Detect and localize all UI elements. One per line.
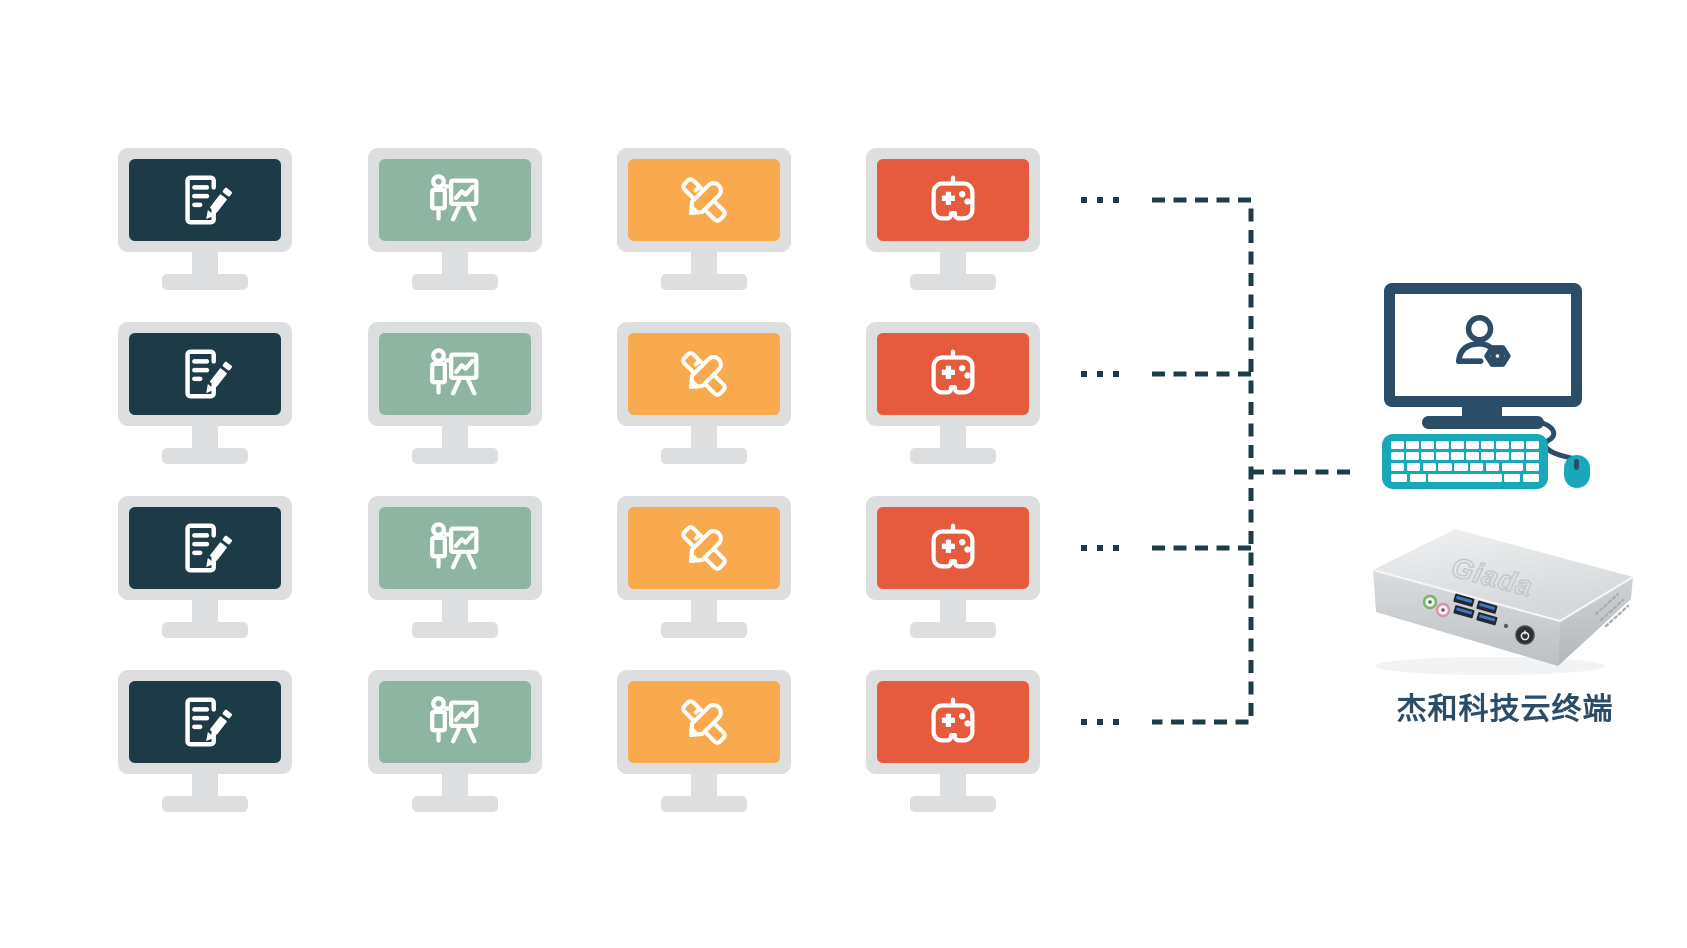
- vent-grill: [1594, 592, 1630, 628]
- mouse-cable: [1536, 419, 1578, 462]
- monitor-stand-base: [910, 274, 996, 290]
- monitor-stand-neck: [940, 773, 966, 798]
- workstation-monitor-gaming-row3: [866, 496, 1040, 644]
- usb-port-tongues: [1456, 595, 1496, 622]
- user-gear-icon: [1446, 312, 1520, 378]
- mini-pc-device: Giada: [1372, 529, 1634, 675]
- ellipsis-dots-icon: [1113, 545, 1119, 551]
- monitor-stand-neck: [442, 599, 468, 624]
- monitor-screen: [129, 681, 281, 763]
- ellipsis-dots-icon: [1113, 719, 1119, 725]
- workstation-monitor-presentation-row2: [368, 322, 542, 470]
- monitor-stand-neck: [442, 773, 468, 798]
- workstation-monitor-presentation-row4: [368, 670, 542, 818]
- monitor-screen: [379, 159, 531, 241]
- keyboard-icon: [1382, 434, 1548, 489]
- monitor-screen: [379, 507, 531, 589]
- ellipsis-dots-icon: [1081, 719, 1087, 725]
- monitor-stand-neck: [192, 425, 218, 450]
- monitor-screen: [379, 333, 531, 415]
- workstation-monitor-gaming-row2: [866, 322, 1040, 470]
- monitor-screen: [877, 333, 1029, 415]
- monitor-screen: [129, 159, 281, 241]
- monitor-stand-base: [661, 796, 747, 812]
- monitor-stand-neck: [691, 425, 717, 450]
- monitor-stand-base: [910, 448, 996, 464]
- host-monitor-stand-base: [1422, 416, 1544, 429]
- workstation-monitor-presentation-row3: [368, 496, 542, 644]
- ellipsis-dots-icon: [1081, 545, 1087, 551]
- ellipsis-dots-icon: [1097, 197, 1103, 203]
- monitor-stand-base: [412, 274, 498, 290]
- workstation-monitor-presentation-row1: [368, 148, 542, 296]
- monitor-screen: [877, 507, 1029, 589]
- host-monitor: [1384, 283, 1582, 407]
- power-button: [1515, 625, 1535, 645]
- monitor-screen: [129, 507, 281, 589]
- monitor-screen: [877, 681, 1029, 763]
- monitor-stand-base: [162, 622, 248, 638]
- ellipsis-dots-icon: [1081, 197, 1087, 203]
- monitor-screen: [628, 333, 780, 415]
- reset-hole: [1503, 623, 1509, 629]
- monitor-screen: [628, 159, 780, 241]
- device-top-face: [1373, 529, 1633, 621]
- monitor-stand-base: [412, 796, 498, 812]
- ellipsis-dots-icon: [1081, 371, 1087, 377]
- monitor-stand-base: [661, 622, 747, 638]
- device-edge-highlight: [1372, 569, 1634, 623]
- ellipsis-dots-icon: [1113, 197, 1119, 203]
- workstation-monitor-office-row1: [118, 148, 292, 296]
- host-monitor-stand-neck: [1462, 406, 1502, 418]
- device-side-face: [1558, 577, 1633, 666]
- device-shadow: [1375, 657, 1605, 675]
- device-label: 杰和科技云终端: [1396, 693, 1614, 726]
- monitor-screen: [628, 507, 780, 589]
- monitor-stand-neck: [442, 425, 468, 450]
- mouse-wheel: [1574, 459, 1579, 470]
- monitor-stand-neck: [442, 251, 468, 276]
- audio-jack-pink-icon: [1435, 602, 1451, 618]
- monitor-stand-neck: [691, 251, 717, 276]
- workstation-monitor-office-row2: [118, 322, 292, 470]
- monitor-screen: [877, 159, 1029, 241]
- workstation-monitor-office-row3: [118, 496, 292, 644]
- ellipsis-dots-icon: [1097, 371, 1103, 377]
- monitor-stand-neck: [691, 599, 717, 624]
- workstation-monitor-design-row4: [617, 670, 791, 818]
- monitor-stand-base: [661, 448, 747, 464]
- workstation-monitor-design-row3: [617, 496, 791, 644]
- ellipsis-dots-icon: [1097, 719, 1103, 725]
- monitor-screen: [379, 681, 531, 763]
- audio-jack-green-icon: [1422, 594, 1438, 610]
- monitor-stand-neck: [192, 599, 218, 624]
- monitor-stand-neck: [192, 773, 218, 798]
- workstation-monitor-office-row4: [118, 670, 292, 818]
- monitor-stand-neck: [691, 773, 717, 798]
- monitor-stand-neck: [940, 599, 966, 624]
- ellipsis-dots-icon: [1113, 371, 1119, 377]
- monitor-stand-neck: [192, 251, 218, 276]
- workstation-monitor-design-row1: [617, 148, 791, 296]
- workstation-monitor-gaming-row4: [866, 670, 1040, 818]
- monitor-stand-base: [661, 274, 747, 290]
- monitor-stand-base: [412, 448, 498, 464]
- monitor-stand-neck: [940, 425, 966, 450]
- workstation-monitor-gaming-row1: [866, 148, 1040, 296]
- monitor-stand-base: [162, 796, 248, 812]
- trunk-connector-line: [1152, 197, 1254, 725]
- monitor-stand-base: [412, 622, 498, 638]
- workstation-monitor-design-row2: [617, 322, 791, 470]
- ellipsis-dots-icon: [1097, 545, 1103, 551]
- monitor-stand-neck: [940, 251, 966, 276]
- device-front-face: [1373, 570, 1560, 666]
- monitor-stand-base: [910, 796, 996, 812]
- monitor-screen: [628, 681, 780, 763]
- monitor-stand-base: [162, 274, 248, 290]
- monitor-stand-base: [910, 622, 996, 638]
- monitor-stand-base: [162, 448, 248, 464]
- monitor-screen: [129, 333, 281, 415]
